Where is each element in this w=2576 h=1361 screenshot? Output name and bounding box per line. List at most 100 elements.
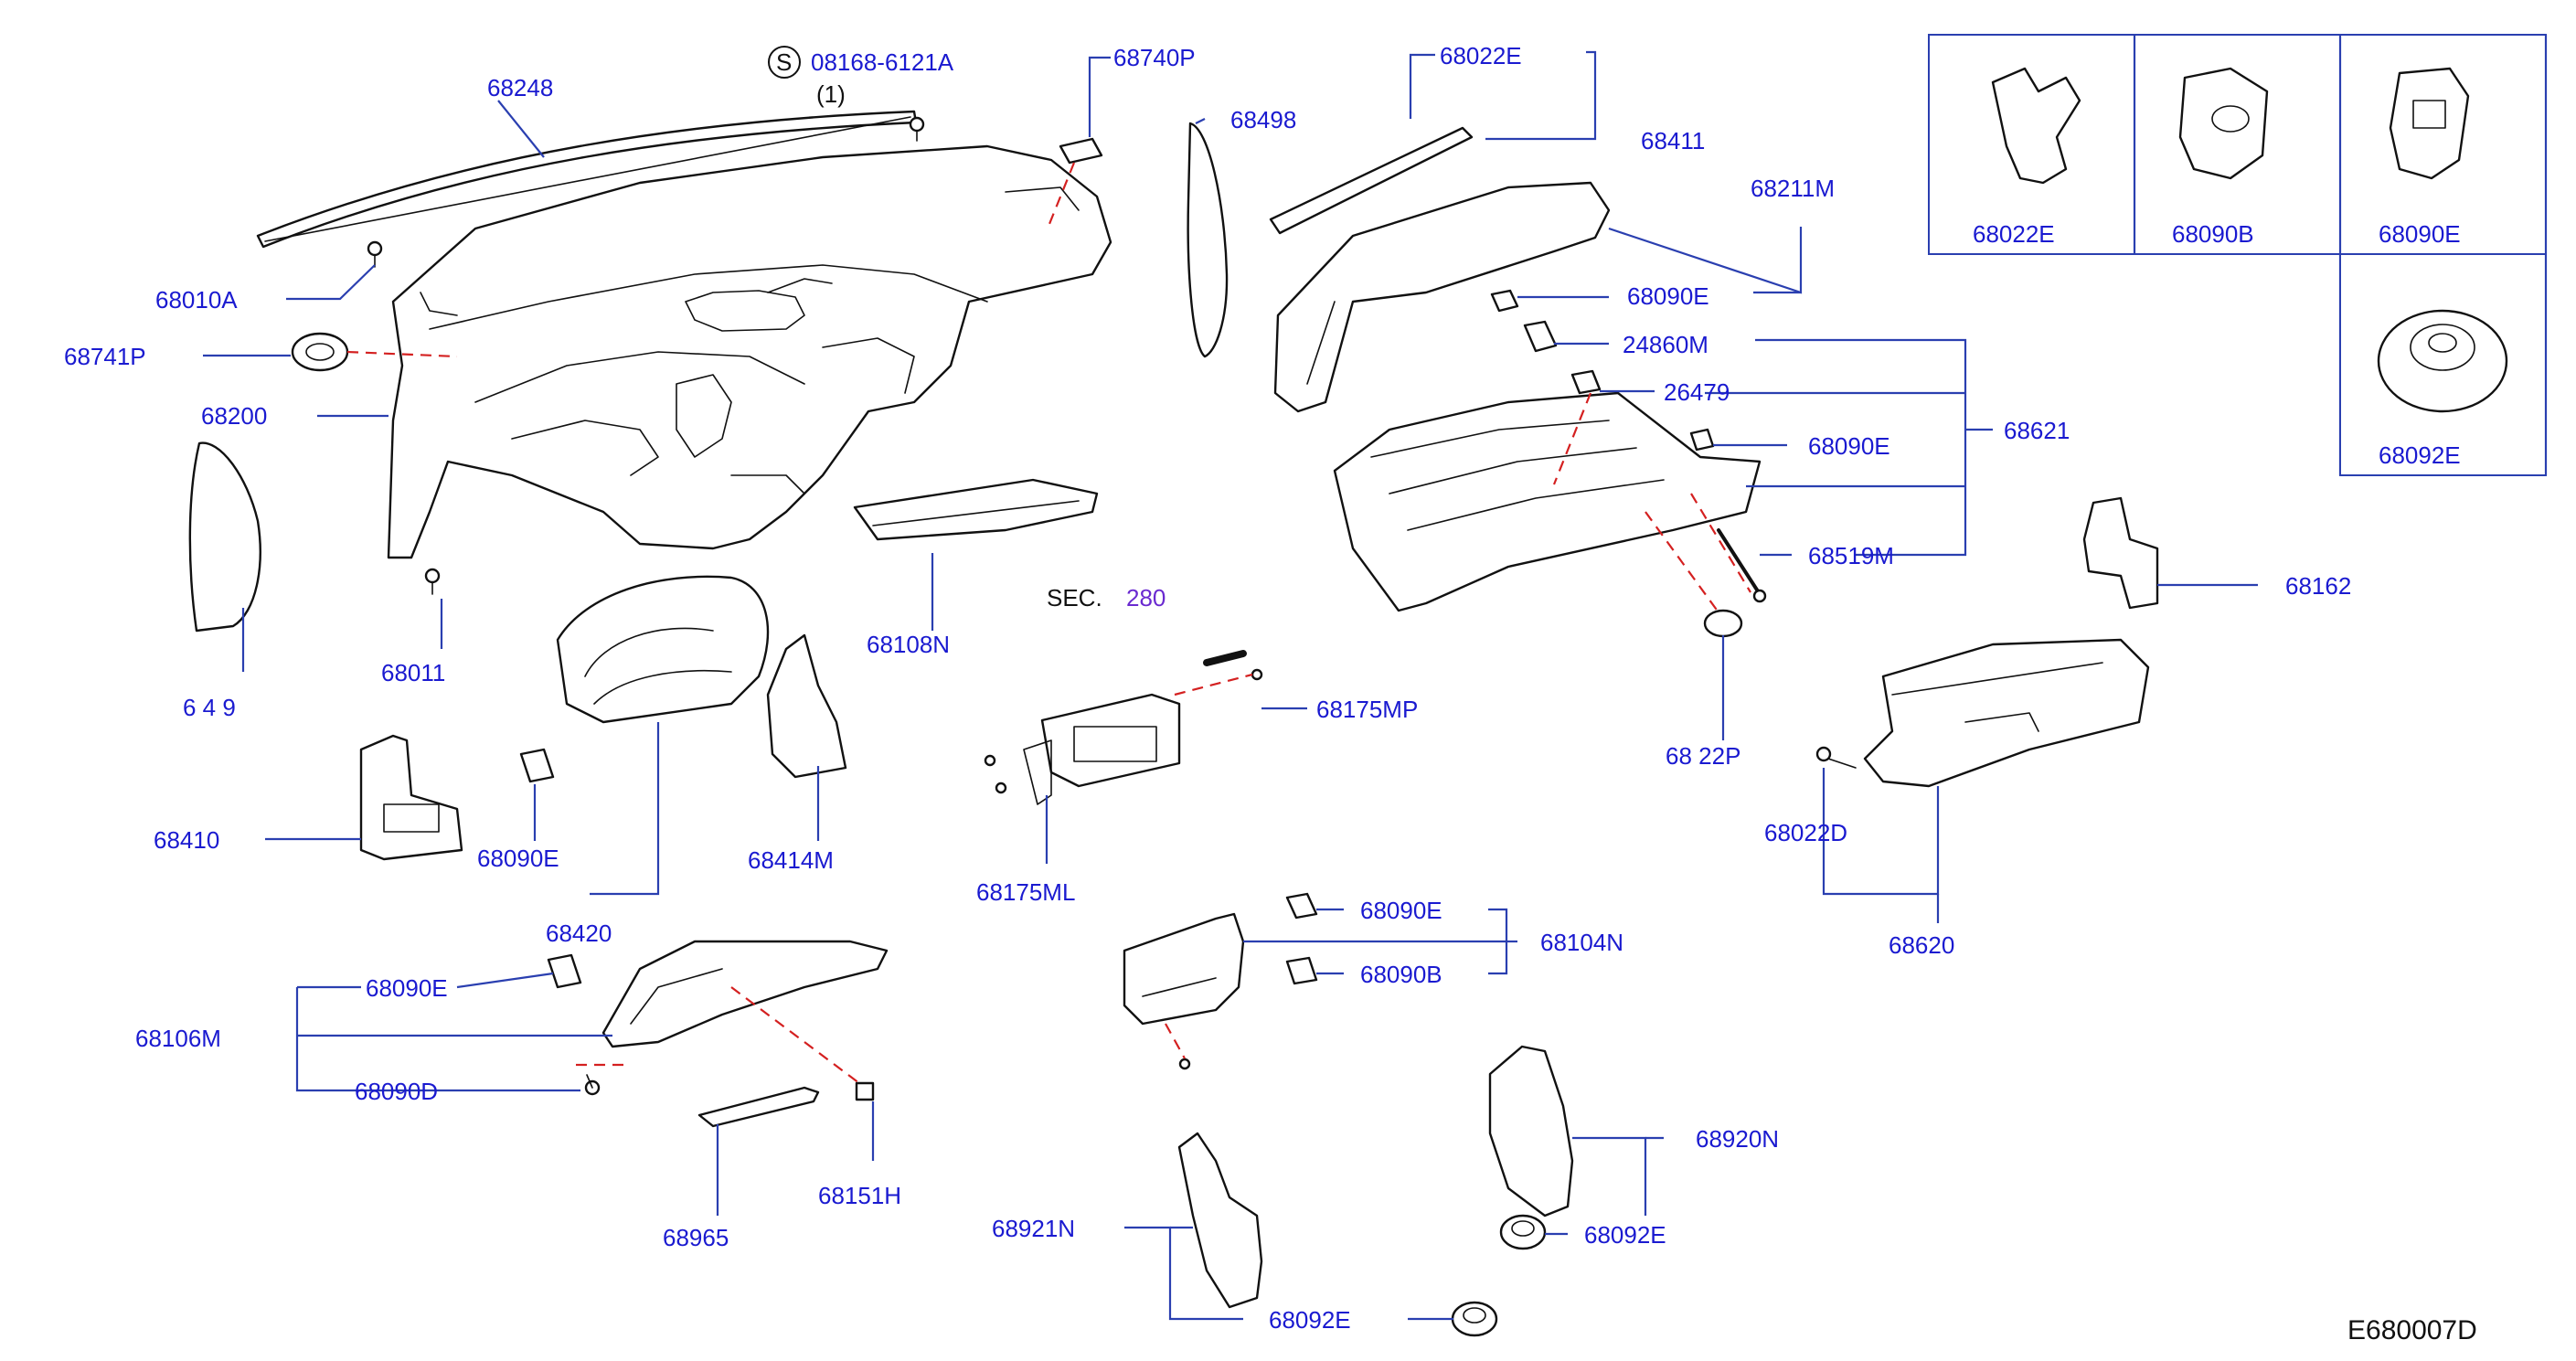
label-08168-6121A: 08168-6121A: [811, 48, 954, 76]
label-68921N: 68921N: [992, 1215, 1075, 1242]
label-68108N: 68108N: [867, 631, 950, 658]
label-68022D: 68022D: [1764, 819, 1847, 846]
label-68022E-top: 68022E: [1440, 42, 1522, 69]
label-68162: 68162: [2285, 572, 2351, 600]
label-68090E-cluster: 68090E: [477, 845, 559, 872]
part-labels: 68248 68010A 68741P 68200 6 4 9 68011 S …: [64, 42, 2477, 1345]
part-24860M-switch: [1523, 320, 1558, 353]
inset-label-1: 68090B: [2172, 220, 2254, 248]
part-68410-bracket: [359, 734, 463, 861]
label-68420: 68420: [546, 920, 612, 947]
part-68741P-vent: [291, 332, 349, 372]
inset-label-3: 68092E: [2379, 441, 2461, 469]
part-68621-glove-box: [1333, 391, 1762, 612]
label-68200: 68200: [201, 402, 267, 430]
inset-label-2: 68090E: [2379, 220, 2461, 248]
part-68090E-clip-cluster: [519, 748, 555, 783]
label-68090B-bracket: 68090B: [1360, 961, 1442, 988]
part-68108N-duct: [853, 478, 1099, 541]
label-68090E-lower: 68090E: [366, 974, 448, 1002]
standard-part-symbol: S: [776, 48, 792, 76]
part-68519M-damper: [1717, 528, 1767, 603]
label-68106M: 68106M: [135, 1025, 221, 1052]
label-68920N: 68920N: [1696, 1125, 1779, 1153]
label-68092E-bottom: 68092E: [1269, 1306, 1351, 1334]
part-68162-bracket: [2082, 496, 2159, 610]
part-68022P-knob: [1703, 609, 1743, 638]
label-68741P: 68741P: [64, 343, 146, 370]
part-68200-instrument-panel: [387, 144, 1112, 559]
part-68104N-bracket: [1123, 912, 1245, 1070]
label-68414M: 68414M: [748, 846, 834, 874]
label-68965: 68965: [663, 1224, 729, 1251]
part-68620-glove-box: [1863, 638, 2150, 788]
label-68104N: 68104N: [1540, 929, 1623, 956]
label-68248: 68248: [487, 74, 553, 101]
label-68010A: 68010A: [155, 286, 238, 314]
label-68090E-bracket: 68090E: [1360, 897, 1442, 924]
label-68740P: 68740P: [1113, 44, 1196, 71]
part-68420-cluster-lid: [556, 575, 770, 724]
label-68090E-glove: 68090E: [1808, 432, 1890, 460]
part-68409-side-lid: [188, 441, 261, 633]
part-68414M-cover: [766, 633, 847, 779]
diagram-code: E680007D: [2347, 1315, 2477, 1345]
inset-label-0: 68022E: [1973, 220, 2055, 248]
inset-grid: [1928, 34, 2548, 476]
leader-lines: [203, 50, 2258, 1321]
part-68211M-lower-cover: [1273, 181, 1611, 413]
label-68090D: 68090D: [355, 1078, 438, 1105]
part-68011-screw: [424, 568, 441, 595]
part-26479-lamp: [1570, 369, 1602, 395]
label-68022P: 68 22P: [1666, 742, 1740, 770]
standard-part-symbol-circle: [768, 46, 801, 79]
part-68022D-screw: [1815, 746, 1857, 769]
part-68106M-finisher: [601, 940, 889, 1048]
label-68411: 68411: [1641, 127, 1705, 154]
label-68410: 68410: [154, 826, 219, 854]
label-68498: 68498: [1230, 106, 1296, 133]
label-68175ML: 68175ML: [976, 878, 1075, 906]
part-68498-side-lid: [1187, 122, 1229, 358]
label-68519M: 68519M: [1808, 542, 1894, 569]
label-68092E-side: 68092E: [1584, 1221, 1666, 1249]
part-68090E-clip-glove: [1689, 428, 1715, 452]
label-qty: (1): [816, 80, 846, 108]
section-prefix: SEC.: [1047, 584, 1102, 611]
label-68409: 6 4 9: [183, 694, 236, 721]
part-console-screws: [984, 668, 1263, 794]
part-68175-center-bracket: [1023, 650, 1247, 805]
label-68090E-upper: 68090E: [1627, 282, 1709, 310]
label-68620: 68620: [1889, 931, 1954, 959]
dashed-connectors: [346, 162, 1751, 1084]
label-68621: 68621: [2004, 417, 2070, 444]
part-68090E-clip-bracket: [1285, 892, 1318, 920]
part-68151H-clip: [855, 1081, 875, 1101]
inset-icon-68022E: [1991, 67, 2081, 185]
part-68092E-knob-bottom: [1451, 1301, 1498, 1337]
label-68175MP: 68175MP: [1316, 696, 1418, 723]
part-68090E-clip-upper: [1490, 289, 1519, 313]
part-68092E-knob-side: [1499, 1214, 1547, 1250]
label-68211M: 68211M: [1751, 175, 1835, 202]
part-68921N-finisher: [1177, 1132, 1263, 1309]
part-68010A-screw: [367, 240, 383, 268]
part-08168-bolt: [909, 116, 925, 142]
part-68090D-clip: [584, 1074, 601, 1096]
inset-icon-68090B: [2178, 67, 2269, 180]
part-68411-cover: [1269, 126, 1474, 235]
part-68740P-clip: [1059, 137, 1103, 165]
label-68151H: 68151H: [818, 1182, 901, 1209]
inset-icon-68090E: [2389, 67, 2470, 180]
part-68090B-clip-bracket: [1285, 956, 1318, 985]
label-26479: 26479: [1664, 378, 1730, 406]
part-68090E-clip-lower: [547, 953, 582, 989]
part-68965-trim: [697, 1086, 820, 1128]
inset-icon-68092E: [2377, 309, 2508, 413]
label-24860M: 24860M: [1623, 331, 1708, 358]
part-68920N-finisher: [1488, 1045, 1574, 1217]
section-number: 280: [1126, 584, 1166, 611]
label-68011: 68011: [381, 659, 445, 686]
